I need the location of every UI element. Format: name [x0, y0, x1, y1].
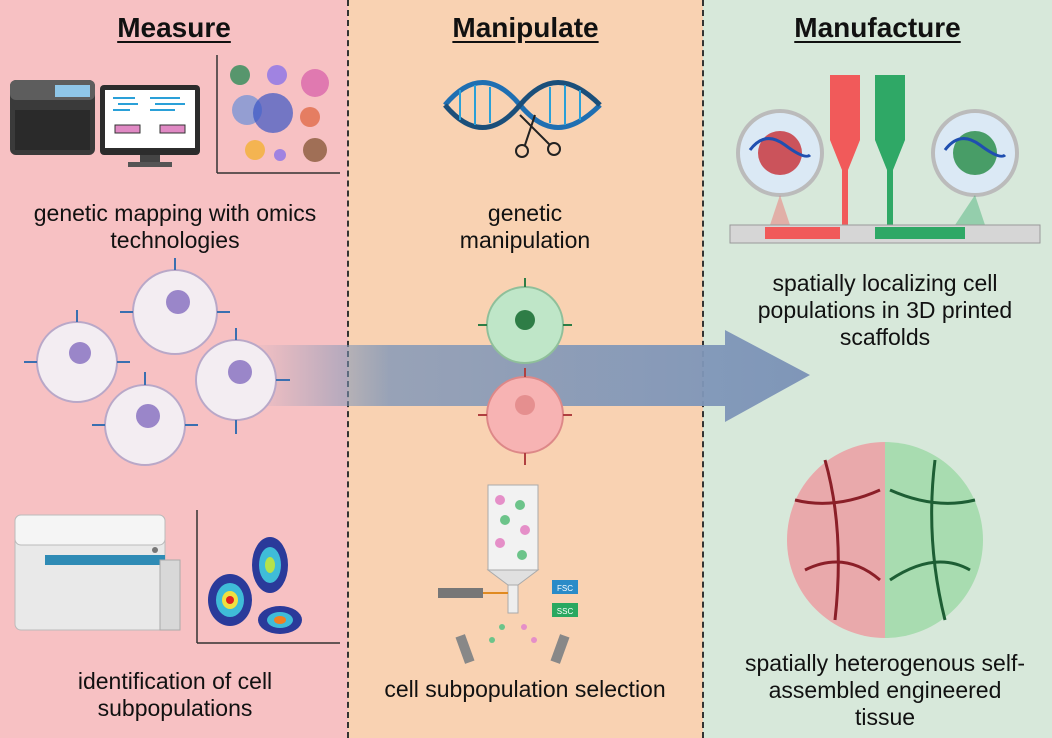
- dna-scissors-icon: [443, 80, 602, 158]
- caption-genetic-manipulation: genetic manipulation: [459, 200, 591, 253]
- cell-sorter-icon: FSC SSC: [438, 484, 578, 664]
- measure-cells: [24, 258, 290, 466]
- density-plot: [196, 510, 340, 644]
- flow-cytometer-icon: [14, 514, 181, 631]
- tsne-cluster-plot: [216, 55, 340, 174]
- caption-genetic-mapping: genetic mapping with omics technologies: [33, 200, 317, 253]
- manipulate-title: Manipulate: [452, 12, 599, 43]
- manipulated-cells: [478, 278, 572, 465]
- caption-identification: identification of cell subpopulations: [77, 668, 273, 721]
- caption-subpopulation-selection: cell subpopulation selection: [384, 676, 666, 702]
- tissue-sphere-icon: [787, 442, 983, 638]
- ssc-label: SSC: [557, 607, 574, 616]
- caption-heterogenous-tissue: spatially heterogenous self-assembled en…: [745, 650, 1025, 730]
- measure-title: Measure: [117, 12, 231, 43]
- bioprinter-icon: [729, 75, 1041, 244]
- caption-spatial-localizing: spatially localizing cell populations in…: [757, 270, 1013, 350]
- sequencer-computer-icon: [10, 80, 200, 167]
- manufacture-title: Manufacture: [794, 12, 961, 43]
- fsc-label: FSC: [557, 584, 573, 593]
